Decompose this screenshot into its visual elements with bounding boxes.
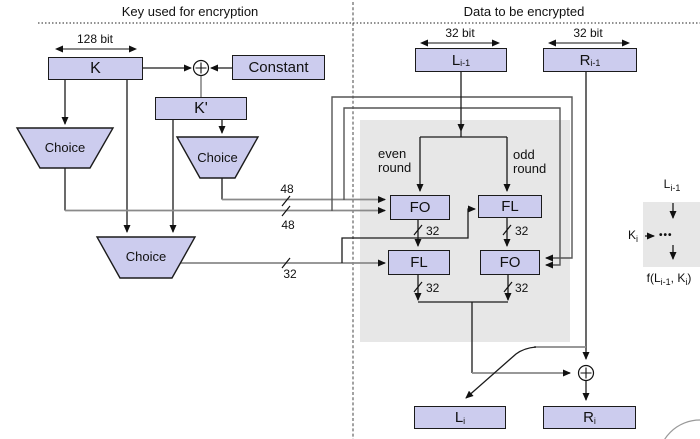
out-width-label: 32 bbox=[426, 224, 440, 238]
corner-arc-decoration bbox=[664, 419, 700, 439]
l-output-subscript: i bbox=[463, 415, 466, 426]
data-path-wires bbox=[414, 72, 590, 401]
bus48-top-label: 48 bbox=[280, 182, 294, 196]
mini-key-label: Ki bbox=[628, 228, 639, 244]
l-input-subscript: i-1 bbox=[460, 58, 471, 68]
r-input-subscript: i-1 bbox=[590, 58, 601, 68]
kprime-box-label: K' bbox=[194, 99, 208, 117]
bus32-label: 32 bbox=[283, 267, 297, 281]
bus48-bottom-label: 48 bbox=[281, 218, 295, 232]
choice2-trapezoid bbox=[175, 136, 260, 179]
xor-icon bbox=[577, 364, 595, 382]
l-output-label: L bbox=[454, 409, 464, 426]
choice1-trapezoid bbox=[15, 127, 115, 169]
r-output-subscript: i bbox=[593, 415, 596, 426]
mini-ellipsis: ••• bbox=[659, 230, 673, 241]
l-width-label: 32 bit bbox=[445, 26, 475, 40]
k-box: K bbox=[48, 57, 143, 80]
fl-odd-box: FL bbox=[478, 195, 542, 218]
r-input-label: R bbox=[579, 51, 591, 69]
key-schedule-wires bbox=[61, 64, 573, 269]
key-width-label: 128 bit bbox=[76, 32, 114, 46]
fo-even-label: FO bbox=[409, 199, 431, 216]
k-box-label: K bbox=[90, 59, 101, 77]
choice3-trapezoid bbox=[95, 236, 197, 279]
fo-odd-box: FO bbox=[480, 250, 540, 275]
kprime-box: K' bbox=[155, 97, 247, 120]
width-measure-arrows bbox=[55, 39, 630, 53]
xor-icon bbox=[192, 59, 210, 77]
choice3-label: Choice bbox=[125, 249, 167, 264]
bitwidth-slashes bbox=[281, 195, 513, 293]
out-width-label: 32 bbox=[515, 281, 529, 295]
fl-odd-label: FL bbox=[501, 198, 519, 215]
constant-box-label: Constant bbox=[248, 59, 309, 76]
fo-even-box: FO bbox=[390, 195, 450, 220]
constant-box: Constant bbox=[232, 55, 325, 80]
fo-odd-label: FO bbox=[499, 254, 521, 271]
r-output-label: R bbox=[583, 409, 594, 426]
round-function-panel bbox=[360, 120, 570, 342]
out-width-label: 32 bbox=[515, 224, 529, 238]
mini-l-input-label: Li-1 bbox=[663, 177, 681, 193]
choice1-label: Choice bbox=[44, 140, 86, 155]
mini-f-output-label: f(Li-1, Ki) bbox=[646, 271, 692, 287]
fl-even-label: FL bbox=[410, 254, 428, 271]
left-section-title: Key used for encryption bbox=[121, 4, 259, 19]
r-width-label: 32 bit bbox=[573, 26, 603, 40]
out-width-label: 32 bbox=[426, 281, 440, 295]
mini-diagram-arrows bbox=[645, 203, 677, 260]
choice2-label: Choice bbox=[197, 150, 238, 165]
l-input-label: L bbox=[451, 51, 461, 69]
fl-even-box: FL bbox=[388, 250, 450, 275]
right-section-title: Data to be encrypted bbox=[463, 4, 585, 19]
